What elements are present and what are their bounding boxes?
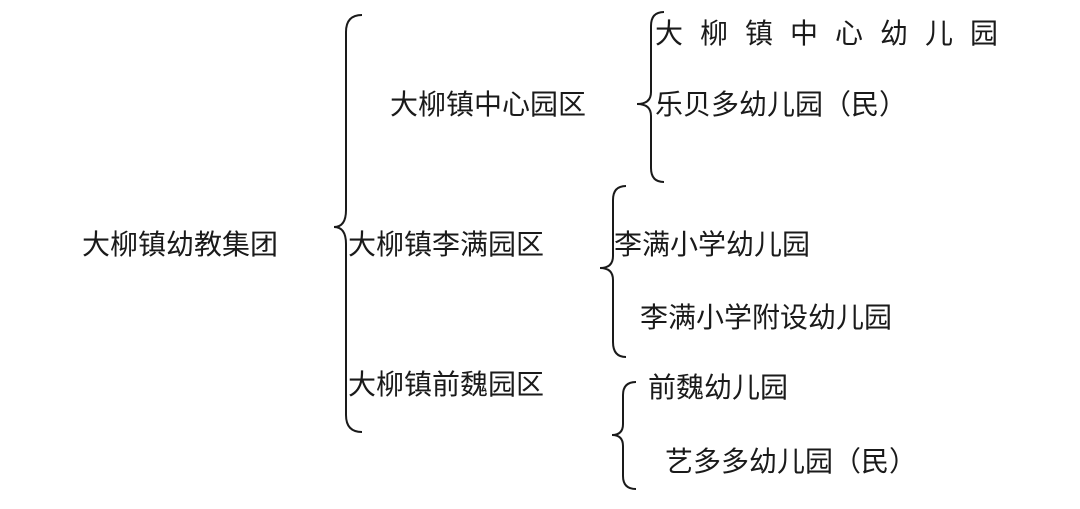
brace-qianwei xyxy=(611,381,637,490)
leaf-qianwei-kindergarten: 前魏幼儿园 xyxy=(648,371,789,404)
leaf-liman-affiliated-kindergarten: 李满小学附设幼儿园 xyxy=(640,301,893,334)
root-brace xyxy=(333,14,363,433)
brace-zhongxin xyxy=(636,11,665,183)
root-node: 大柳镇幼教集团 xyxy=(82,228,279,261)
branch-liman: 大柳镇李满园区 xyxy=(348,228,545,261)
leaf-dalzhongxin-kindergarten: 大柳镇中心幼儿园 xyxy=(655,17,1016,50)
leaf-lebeiduo-kindergarten: 乐贝多幼儿园（民） xyxy=(655,88,908,121)
brace-liman xyxy=(599,185,627,358)
leaf-yiduoduo-kindergarten: 艺多多幼儿园（民） xyxy=(665,445,918,478)
branch-zhongxin: 大柳镇中心园区 xyxy=(390,88,587,121)
branch-qianwei: 大柳镇前魏园区 xyxy=(348,368,545,401)
leaf-liman-primary-kindergarten: 李满小学幼儿园 xyxy=(614,228,811,261)
